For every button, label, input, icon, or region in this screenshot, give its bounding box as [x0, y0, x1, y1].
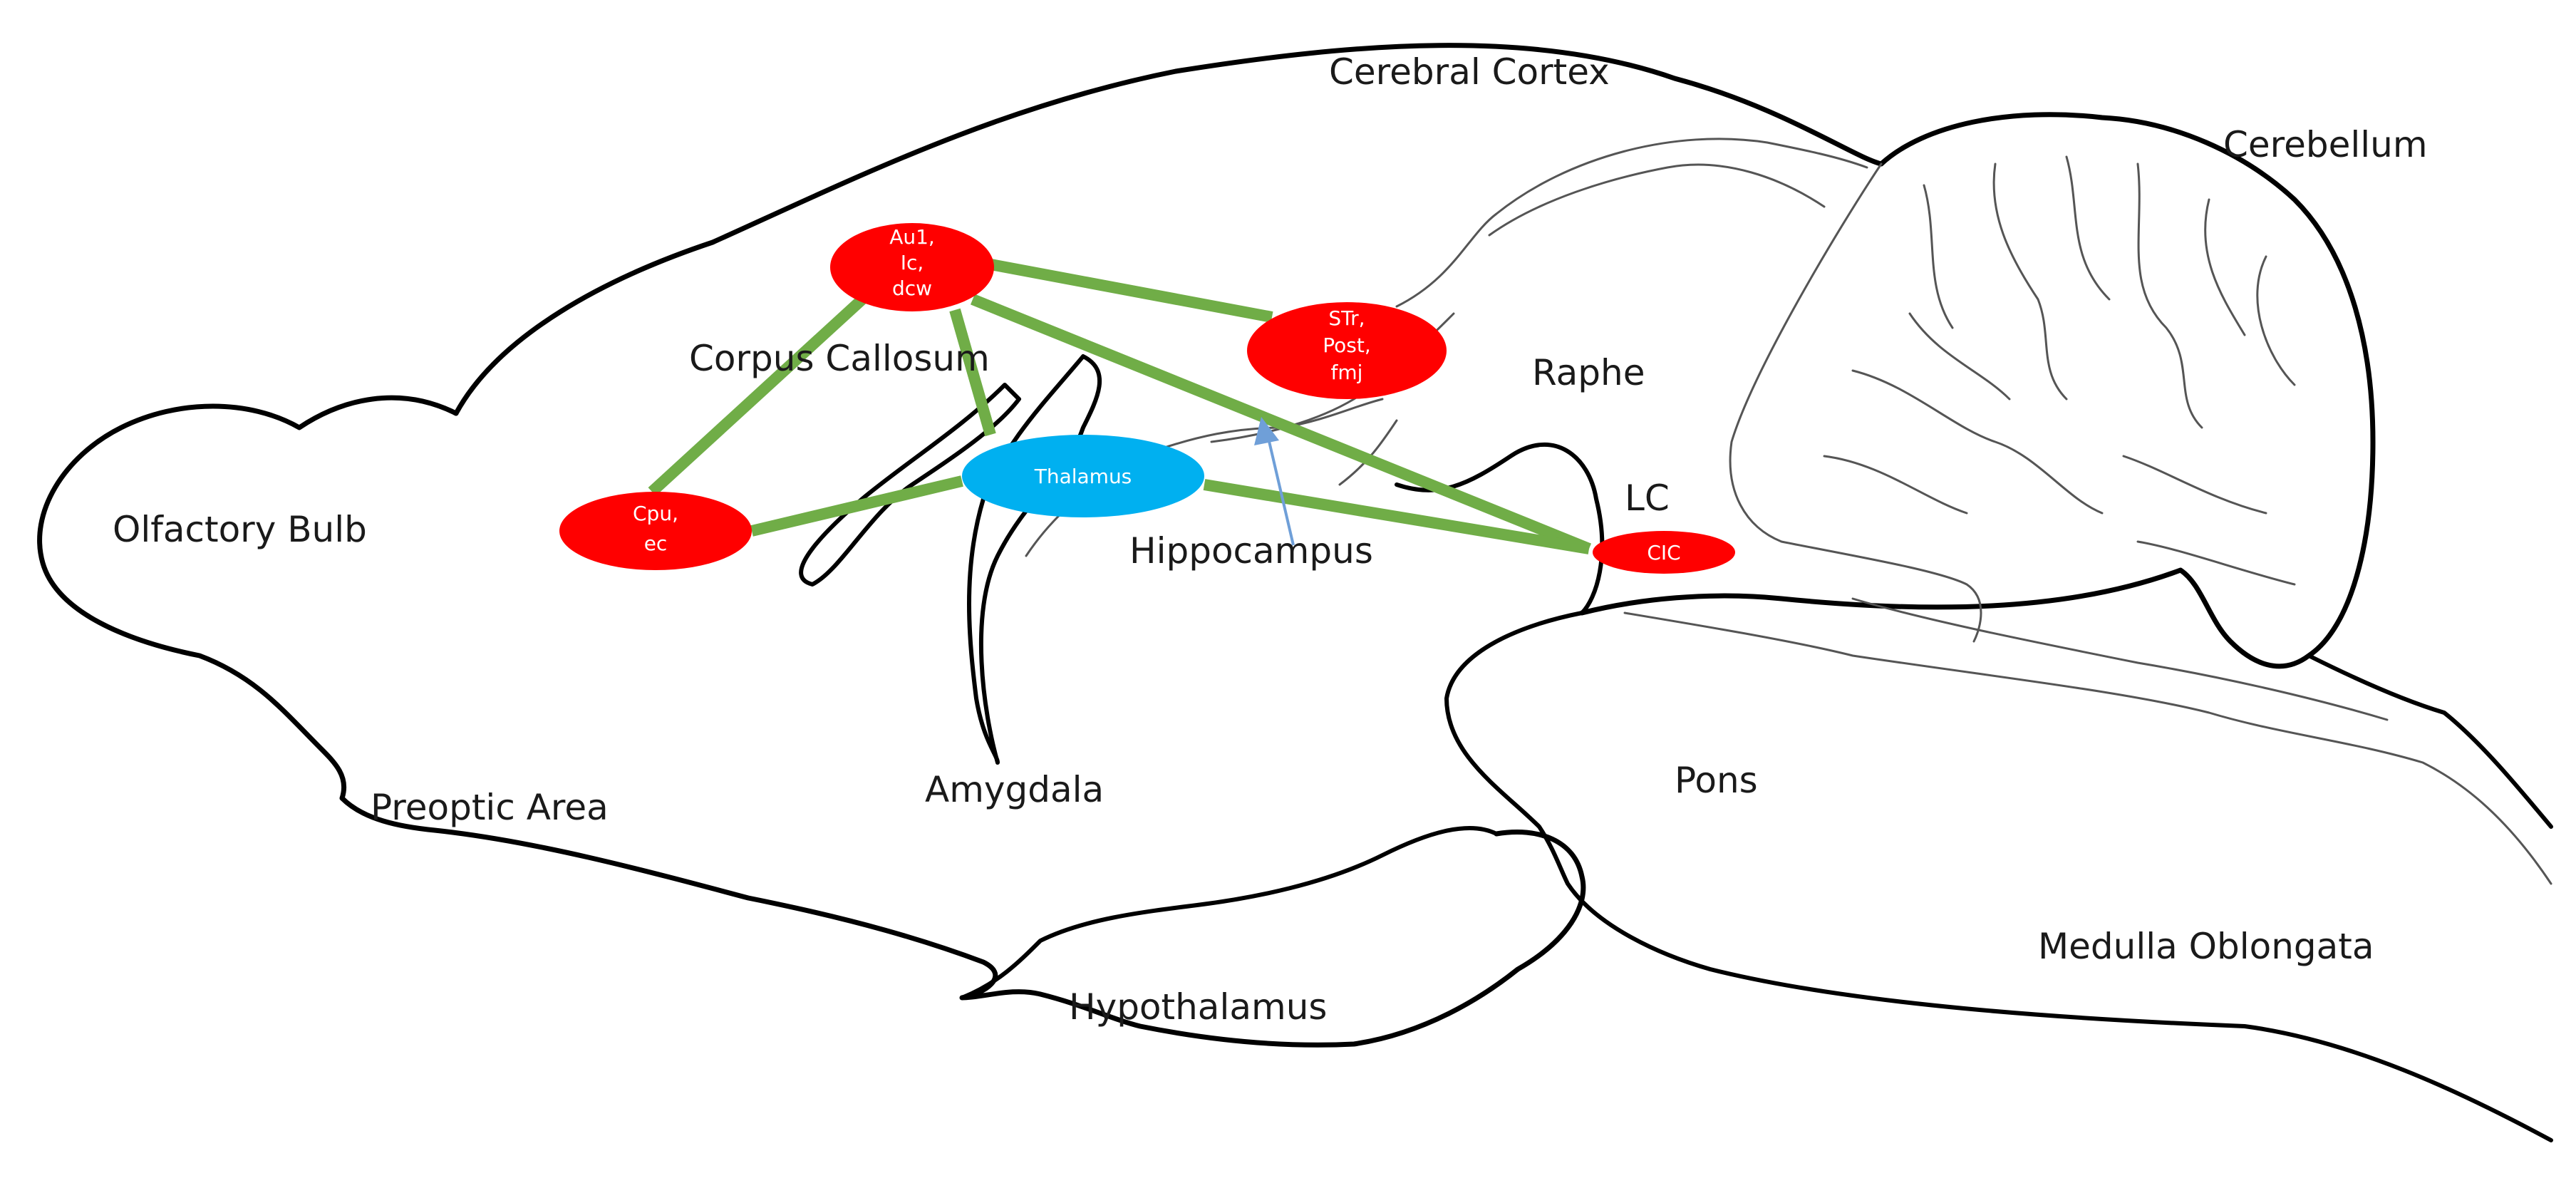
- label-cerebral-cortex: Cerebral Cortex: [1329, 51, 1610, 93]
- label-cerebellum: Cerebellum: [2223, 124, 2428, 165]
- hippocampus-pointer-arrow: [1254, 417, 1295, 546]
- pons-outline: [1444, 611, 2553, 1142]
- amygdala-outline: [799, 383, 1021, 587]
- label-lc: LC: [1625, 477, 1670, 519]
- label-pons: Pons: [1675, 760, 1758, 801]
- node-thalamus-label: Thalamus: [1034, 465, 1132, 488]
- label-hypothalamus: Hypothalamus: [1069, 986, 1327, 1028]
- label-medulla-oblongata: Medulla Oblongata: [2038, 926, 2374, 967]
- connection-au1-str: [986, 258, 1273, 323]
- connection-thalamus-cic: [1203, 479, 1590, 554]
- node-au1-line-1: Au1,: [889, 225, 935, 249]
- cerebellum-folia: [1823, 155, 2296, 586]
- label-corpus-callosum: Corpus Callosum: [689, 338, 990, 379]
- label-preoptic-area: Preoptic Area: [371, 787, 609, 828]
- node-str-line-3: fmj: [1331, 361, 1363, 384]
- node-au1-line-3: dcw: [892, 277, 932, 300]
- cerebellum-outline: [1729, 162, 1982, 643]
- node-cpu-line-1: Cpu,: [633, 502, 678, 525]
- label-hippocampus: Hippocampus: [1129, 530, 1373, 572]
- label-amygdala: Amygdala: [925, 769, 1104, 810]
- cerebral-cortex-outline: [453, 43, 2376, 669]
- node-cpu: Cpu, ec: [559, 492, 752, 570]
- medulla-outline: [2307, 654, 2553, 829]
- midbrain-contour: [1210, 138, 2552, 885]
- label-raphe: Raphe: [1532, 352, 1645, 393]
- connection-au1-cic: [970, 294, 1592, 554]
- node-str-line-2: Post,: [1323, 334, 1370, 357]
- connection-lines: [648, 258, 1592, 554]
- brain-dorsal-inner-outline: [1395, 442, 1605, 615]
- node-str: STr, Post, fmj: [1247, 302, 1447, 399]
- ventral-outline: [37, 395, 1586, 1048]
- connection-cpu-thalamus: [750, 475, 963, 537]
- node-cic: CIC: [1593, 531, 1735, 574]
- hypothalamus-outline: [960, 825, 1499, 1000]
- node-au1: Au1, Ic, dcw: [830, 223, 994, 311]
- node-str-line-1: STr,: [1328, 306, 1365, 330]
- node-cpu-line-2: ec: [644, 532, 668, 555]
- label-olfactory-bulb: Olfactory Bulb: [113, 509, 367, 550]
- node-au1-line-2: Ic,: [901, 251, 924, 274]
- node-cic-label: CIC: [1647, 541, 1680, 564]
- connection-au1-cpu: [648, 295, 867, 496]
- connection-au1-thalamus: [949, 308, 996, 437]
- node-thalamus: Thalamus: [962, 435, 1204, 517]
